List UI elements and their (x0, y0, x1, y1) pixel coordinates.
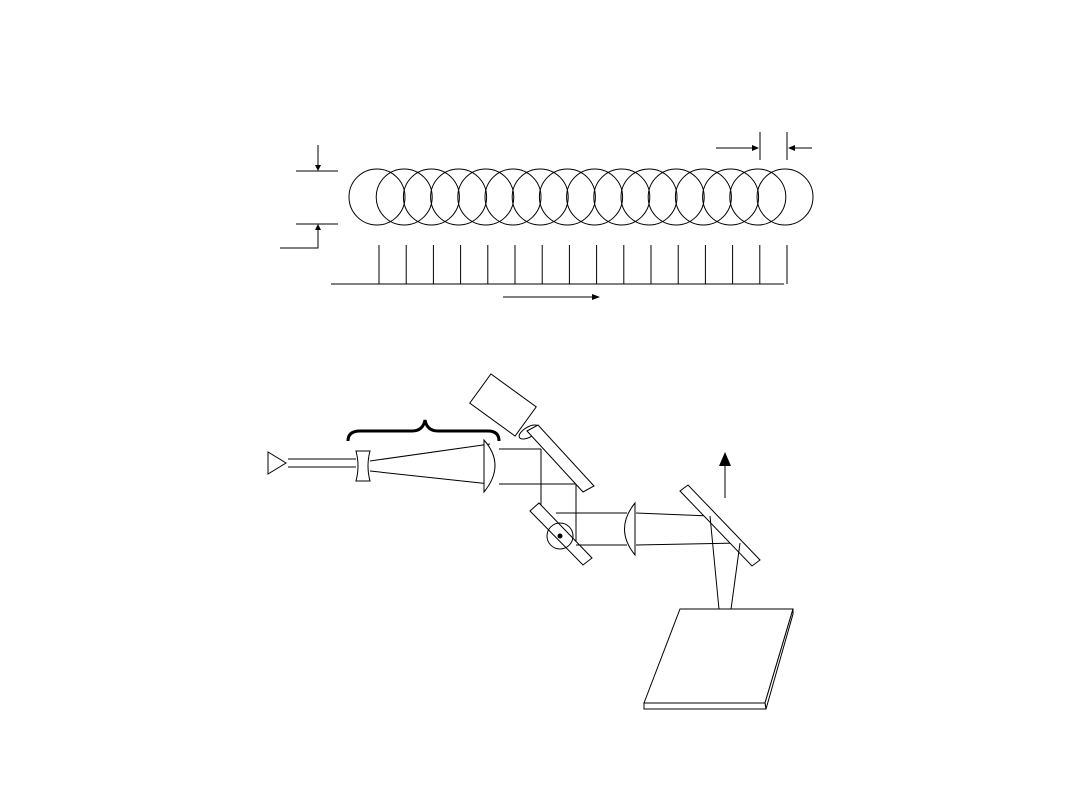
laser-spot (538, 168, 596, 226)
laser-spot (566, 168, 624, 226)
rotation-axis-dot (557, 533, 563, 539)
laser-spot (457, 168, 515, 226)
focusing-lens (624, 501, 636, 557)
pitch-arrowhead-right (788, 145, 795, 151)
first-scan-mirror (526, 424, 595, 493)
diameter-arrow-shaft-bottom (280, 226, 319, 249)
laser-spot (620, 168, 678, 226)
laser-housing (469, 373, 537, 437)
spot-pitch-dimension (716, 132, 812, 160)
laser-spot (430, 168, 488, 226)
laser-spot (348, 168, 406, 226)
diverging-lens (355, 450, 371, 482)
spot-diameter-dimension (280, 145, 338, 249)
rotation-axis-circle (546, 522, 574, 550)
pulse-timeline (331, 245, 788, 300)
diverging-ray-bottom (369, 470, 491, 485)
pitch-arrowhead-left (752, 145, 759, 151)
collimating-lens (483, 438, 496, 494)
laser-spot (729, 168, 787, 226)
diameter-arrowhead-top (315, 165, 321, 171)
laser-spot (674, 168, 732, 226)
overlapping-spots (348, 168, 814, 226)
laser-spot (647, 168, 705, 226)
laser-spot (702, 168, 760, 226)
laser-spot (484, 168, 542, 226)
input-beam-arrow-icon (267, 451, 287, 475)
laser-spot (593, 168, 651, 226)
workpiece (643, 608, 794, 710)
output-arrow-head (719, 452, 731, 466)
diverging-ray-top (369, 443, 491, 462)
optical-layout (267, 373, 794, 710)
spot-overlap-diagram (280, 132, 814, 300)
pulse-markers (378, 245, 788, 284)
laser-spot (756, 168, 814, 226)
laser-spot (511, 168, 569, 226)
laser-spot (402, 168, 460, 226)
focused-beam-top (635, 512, 711, 517)
beam-expander-brace (346, 419, 501, 442)
focused-beam-bottom (635, 542, 741, 546)
fold-mirror (679, 484, 761, 567)
diameter-arrowhead-bottom (315, 224, 321, 230)
laser-spot (375, 168, 433, 226)
scan-direction-arrowhead (592, 294, 600, 300)
